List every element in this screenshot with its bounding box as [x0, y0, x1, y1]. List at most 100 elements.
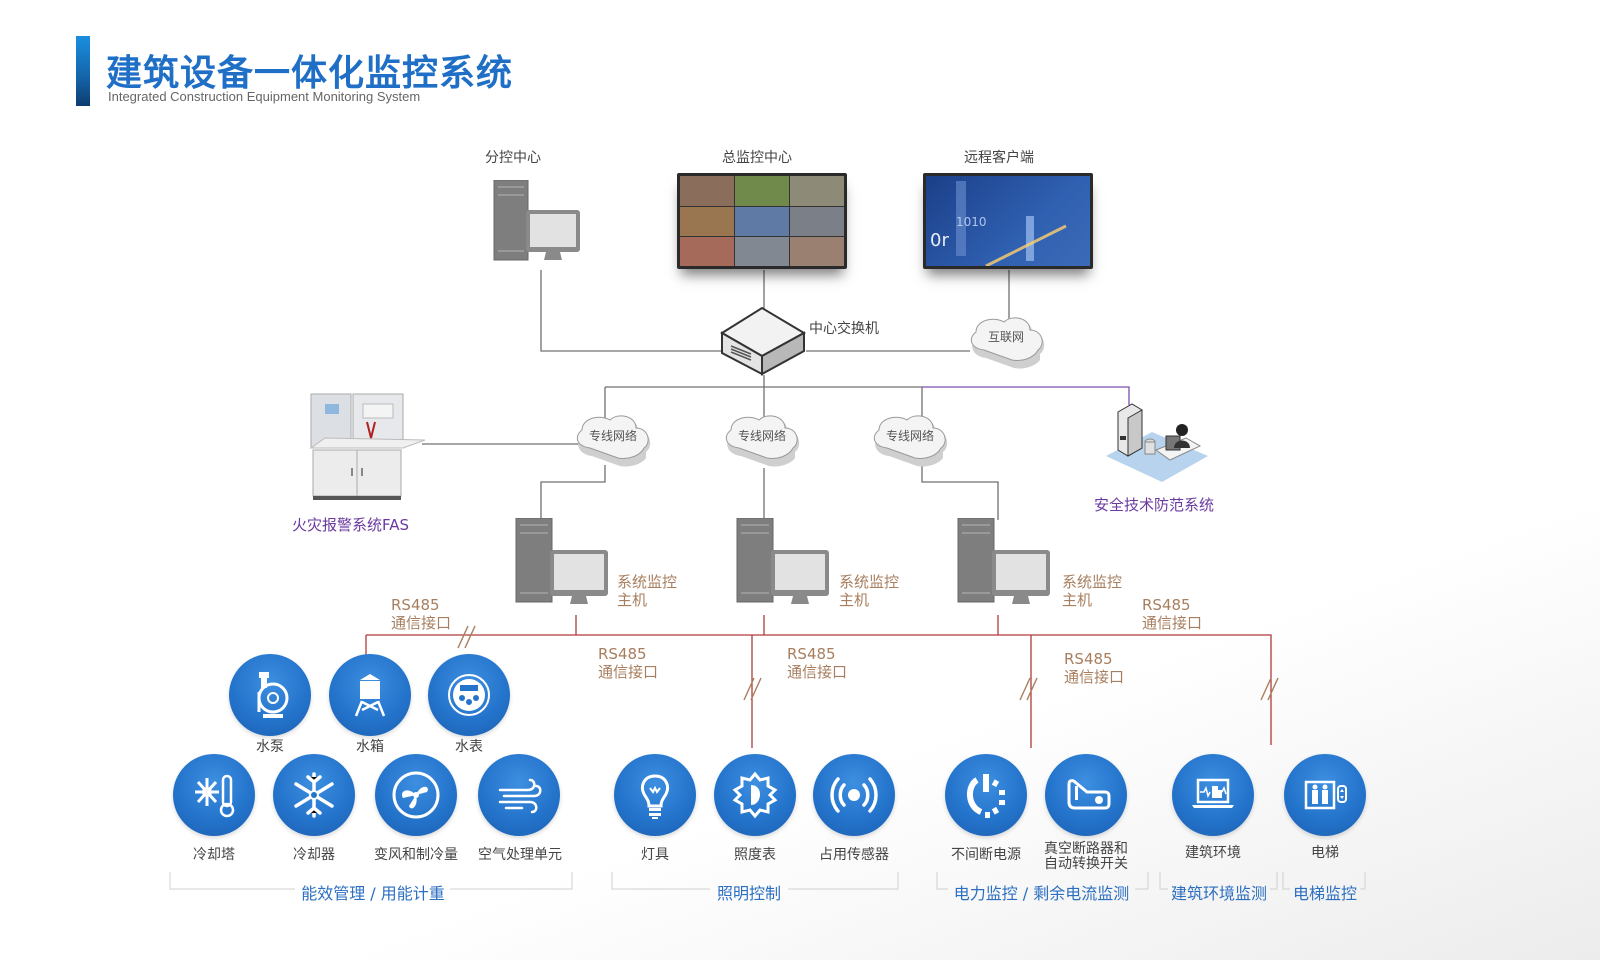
host-label-line1: 系统监控	[1062, 573, 1123, 591]
remote-client-display[interactable]: 0r 1010	[923, 173, 1093, 269]
fire-alarm-console-icon[interactable]	[305, 390, 427, 502]
rs485-label-line2: 通信接口	[598, 663, 659, 681]
device-label: 建筑环境	[1185, 845, 1241, 861]
air-handling-device[interactable]	[478, 754, 560, 836]
host-label: 系统监控 主机	[1062, 573, 1122, 609]
dedicated-network-label: 专线网络	[589, 428, 637, 443]
rs485-label-line1: RS485	[598, 645, 647, 663]
device-label: 冷却器	[293, 847, 335, 863]
page-title: 建筑设备一体化监控系统	[106, 53, 514, 94]
ups-device[interactable]	[945, 754, 1027, 836]
monitoring-host-icon[interactable]	[514, 518, 610, 608]
core-switch-label: 中心交换机	[809, 321, 879, 337]
remote-client-label: 远程客户端	[964, 150, 1034, 166]
rs485-interface-label: RS485 通信接口	[787, 645, 847, 681]
host-label-line2: 主机	[617, 591, 648, 609]
water-meter-icon	[448, 674, 490, 716]
category-energy-management: 能效管理 / 用能计重	[301, 884, 445, 903]
device-label: 照度表	[734, 847, 776, 863]
building-environment-device[interactable]	[1172, 754, 1254, 836]
elevator-device[interactable]	[1284, 754, 1366, 836]
category-lighting-control: 照明控制	[716, 884, 781, 903]
water-pump-icon	[257, 672, 289, 718]
line-security	[922, 386, 1130, 405]
dedicated-network-label: 专线网络	[738, 428, 786, 443]
occupancy-sensor-icon	[830, 777, 878, 813]
device-label-line1: 真空断路器和	[1044, 841, 1128, 857]
rs485-label-line1: RS485	[1064, 650, 1113, 668]
occupancy-sensor-device[interactable]	[813, 754, 895, 836]
ups-power-icon	[967, 774, 1005, 818]
city-data-image: 0r 1010	[930, 181, 1067, 266]
host-label-line2: 主机	[839, 591, 870, 609]
chiller-snowflake-icon	[294, 772, 334, 818]
device-label: 不间断电源	[951, 847, 1021, 863]
cooling-tower-icon	[195, 774, 235, 818]
device-label: 电梯	[1311, 845, 1339, 861]
rs485-label-line2: 通信接口	[787, 663, 848, 681]
surveillance-feeds-image	[680, 176, 844, 266]
host-label-line1: 系统监控	[617, 573, 678, 591]
water-tank-device[interactable]	[329, 654, 411, 736]
sub-control-label: 分控中心	[485, 150, 541, 166]
title-accent-bar	[76, 36, 90, 106]
device-label: 空气处理单元	[478, 847, 562, 863]
dedicated-network-cloud-icon[interactable]: 专线网络	[572, 412, 658, 470]
dedicated-network-cloud-icon[interactable]: 专线网络	[721, 412, 807, 470]
device-label: 真空断路器和 自动转换开关	[1036, 842, 1136, 872]
water-pump-device[interactable]	[229, 654, 311, 736]
rs485-label-line1: RS485	[787, 645, 836, 663]
rs485-bus	[366, 634, 1272, 745]
category-elevator-monitoring: 电梯监控	[1292, 884, 1357, 903]
fire-alarm-system-label: 火灾报警系统FAS	[292, 516, 410, 534]
device-label: 水泵	[256, 739, 284, 755]
svg-text:0r: 0r	[930, 230, 949, 251]
light-bulb-icon	[640, 774, 670, 819]
rs485-interface-label: RS485 通信接口	[598, 645, 658, 681]
light-fixture-device[interactable]	[614, 754, 696, 836]
rs485-interface-label: RS485 通信接口	[1064, 650, 1124, 686]
device-label: 占用传感器	[819, 847, 889, 863]
line-subcontrol-switch	[540, 270, 722, 352]
circuit-breaker-device[interactable]	[1045, 754, 1127, 836]
elevator-icon	[1304, 780, 1347, 810]
rs485-label-line1: RS485	[391, 596, 440, 614]
device-label-line2: 自动转换开关	[1044, 856, 1128, 872]
category-environment-monitoring: 建筑环境监测	[1170, 884, 1267, 903]
circuit-breaker-icon	[1067, 779, 1111, 810]
water-meter-device[interactable]	[428, 654, 510, 736]
monitoring-host-icon[interactable]	[956, 518, 1052, 608]
svg-text:1010: 1010	[956, 215, 987, 229]
main-control-label: 总监控中心	[722, 150, 792, 166]
rs485-interface-label: RS485 通信接口	[391, 596, 451, 632]
dedicated-network-label: 专线网络	[886, 428, 934, 443]
vav-device[interactable]	[375, 754, 457, 836]
internet-cloud-icon[interactable]: 互联网	[966, 314, 1052, 372]
building-monitor-icon	[1192, 778, 1234, 808]
illuminance-meter-icon	[732, 771, 778, 819]
illuminance-meter-device[interactable]	[714, 754, 796, 836]
host-label-line2: 主机	[1062, 591, 1093, 609]
host-label: 系统监控 主机	[617, 573, 677, 609]
device-label: 水箱	[356, 739, 384, 755]
fan-icon	[392, 771, 440, 819]
rs485-interface-label: RS485 通信接口	[1142, 596, 1202, 632]
rs485-label-line2: 通信接口	[1064, 668, 1125, 686]
rs485-label-line1: RS485	[1142, 596, 1191, 614]
rs485-label-line2: 通信接口	[1142, 614, 1203, 632]
host-label-line1: 系统监控	[839, 573, 900, 591]
line-net1-host1	[540, 465, 606, 520]
workstation-icon[interactable]	[492, 180, 584, 266]
monitoring-host-icon[interactable]	[735, 518, 831, 608]
cooling-tower-device[interactable]	[173, 754, 255, 836]
device-label: 水表	[455, 739, 483, 755]
page-subtitle: Integrated Construction Equipment Monito…	[108, 89, 421, 104]
core-switch-icon[interactable]	[719, 306, 809, 376]
security-system-label: 安全技术防范系统	[1094, 496, 1215, 514]
dedicated-network-cloud-icon[interactable]: 专线网络	[869, 412, 955, 470]
security-system-icon[interactable]	[1102, 400, 1212, 482]
chiller-device[interactable]	[273, 754, 355, 836]
water-tank-icon	[354, 674, 386, 717]
video-wall-display[interactable]	[677, 173, 847, 269]
